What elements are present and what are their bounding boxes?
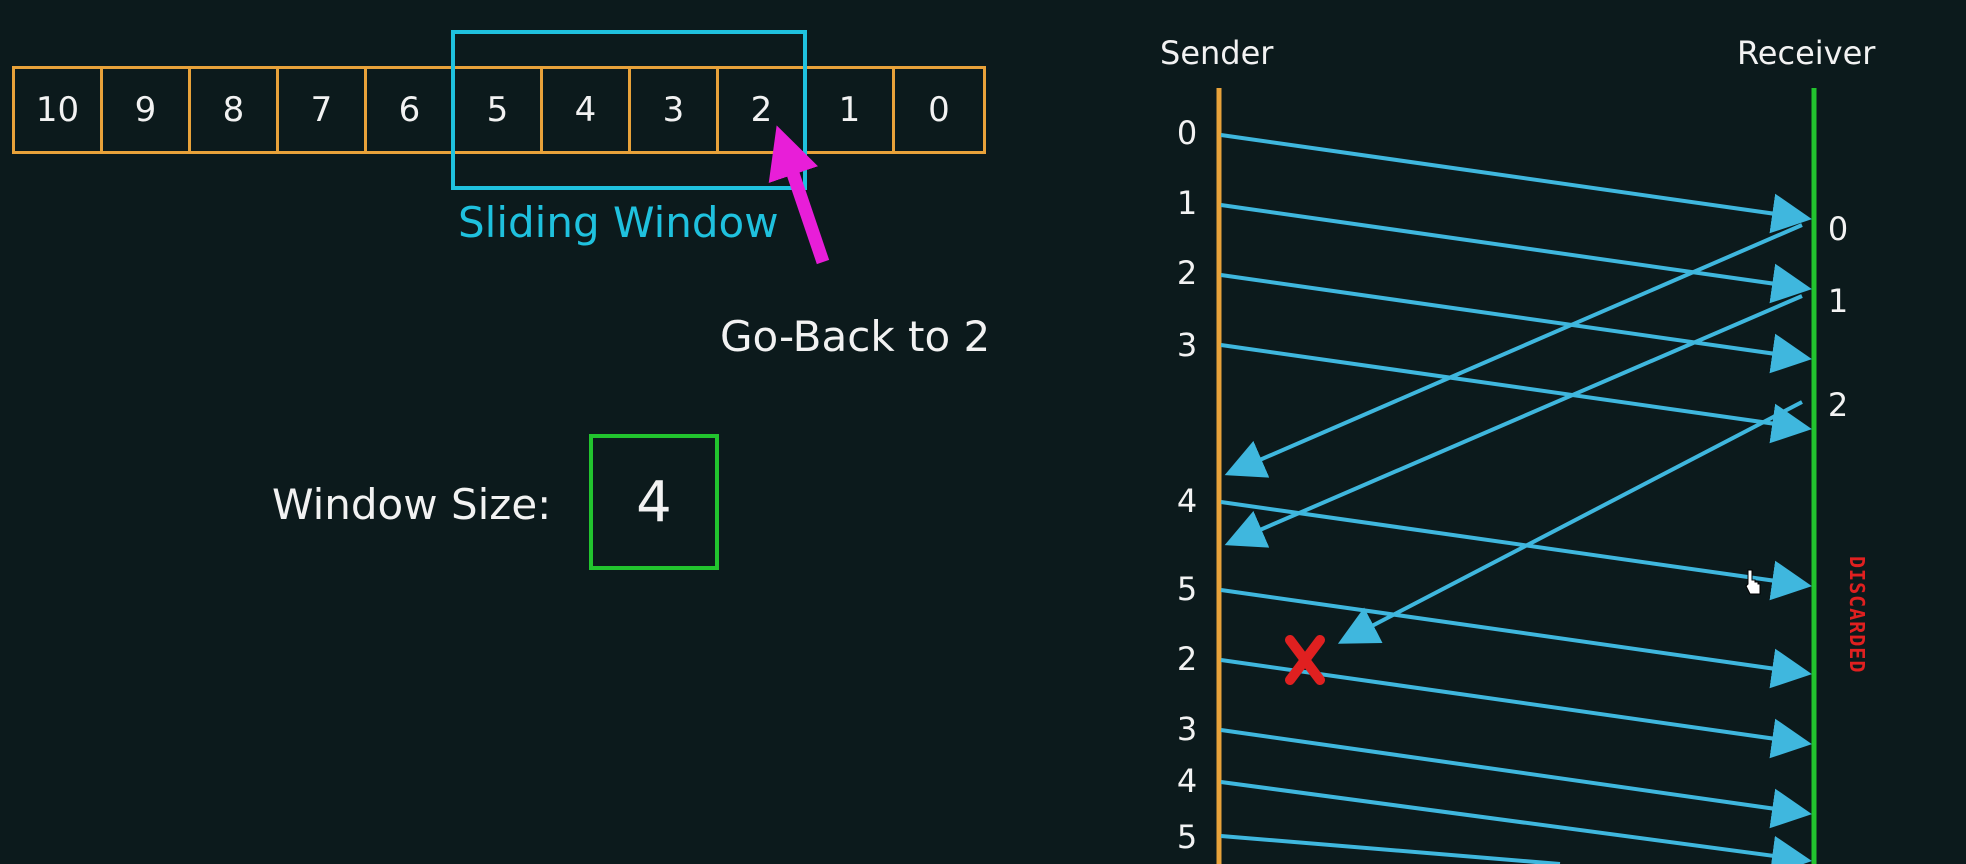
frame-arrow-3 — [1220, 343, 1812, 444]
discarded-label: DISCARDED — [1845, 556, 1869, 674]
sender-seq-label: 2 — [1176, 640, 1198, 678]
sender-seq-label: 1 — [1176, 184, 1198, 222]
goback-label: Go-Back to 2 — [720, 312, 991, 361]
frame-cell: 3 — [631, 69, 719, 151]
frame-arrow-0 — [1220, 133, 1812, 234]
sender-seq-label: 3 — [1176, 326, 1198, 364]
hand-cursor-icon — [1745, 569, 1761, 595]
ack-arrow-2-lost — [1337, 400, 1803, 644]
frame-sequence-row: 10 9 8 7 6 5 4 3 2 1 0 — [12, 66, 986, 154]
sender-seq-label: 5 — [1176, 570, 1198, 608]
frame-cell: 8 — [191, 69, 279, 151]
window-size-label: Window Size: — [272, 480, 552, 529]
frame-arrow-1 — [1220, 203, 1812, 304]
frame-cell: 0 — [928, 90, 950, 130]
ack-arrow-1 — [1224, 294, 1803, 548]
receiver-label: Receiver — [1737, 34, 1876, 72]
sender-seq-label: 3 — [1176, 710, 1198, 748]
frame-cell: 9 — [103, 69, 191, 151]
lost-ack-x-icon — [1285, 635, 1325, 685]
ack-arrow-0 — [1224, 223, 1803, 478]
frame-arrow-9 — [1220, 834, 1561, 864]
frame-arrow-8 — [1220, 780, 1812, 864]
frame-cell: 5 — [455, 69, 543, 151]
frame-cell: 4 — [543, 69, 631, 151]
window-size-value: 4 — [589, 434, 719, 570]
frame-arrow-4 — [1220, 500, 1812, 601]
receiver-ack-label: 2 — [1827, 386, 1849, 424]
sliding-window-frame — [451, 30, 807, 190]
receiver-ack-label: 1 — [1827, 282, 1849, 320]
frame-arrow-7 — [1220, 728, 1812, 829]
sliding-window-label: Sliding Window — [458, 198, 779, 247]
receiver-ack-label: 0 — [1827, 210, 1849, 248]
frame-arrow-2 — [1220, 273, 1812, 374]
sender-seq-label: 4 — [1176, 482, 1198, 520]
pointer-arrow — [768, 125, 830, 265]
frame-cell: 10 — [15, 69, 103, 151]
frame-cell: 7 — [279, 69, 367, 151]
sender-seq-label: 0 — [1176, 114, 1198, 152]
frame-cell: 1 — [807, 69, 895, 151]
sender-seq-label: 2 — [1176, 254, 1198, 292]
sender-seq-label: 5 — [1176, 818, 1198, 856]
frame-arrow-5 — [1220, 588, 1812, 689]
sender-seq-label: 4 — [1176, 762, 1198, 800]
sender-label: Sender — [1160, 34, 1274, 72]
